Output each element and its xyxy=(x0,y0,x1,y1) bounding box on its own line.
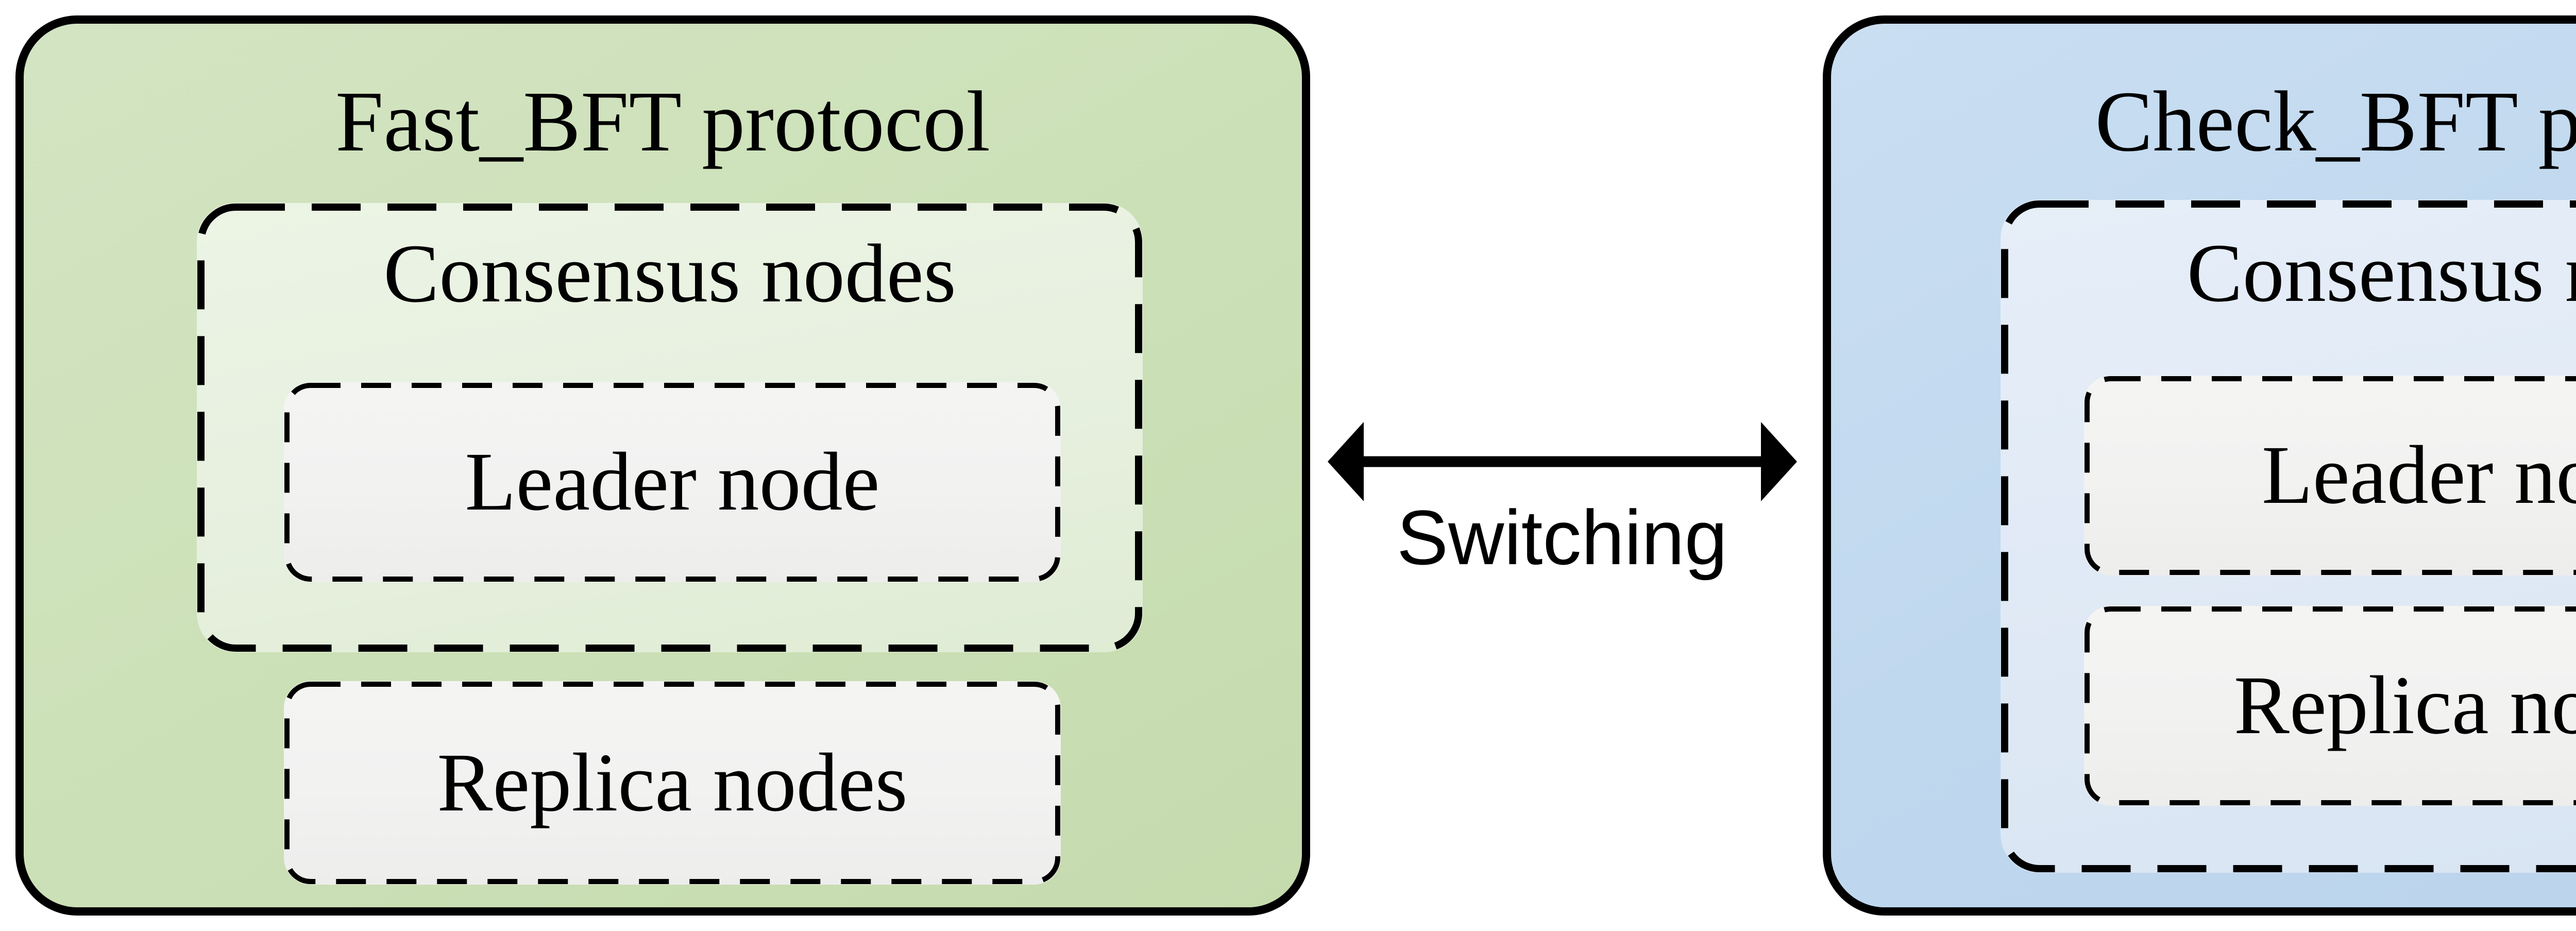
dashed-border xyxy=(2001,200,2576,872)
dashed-border xyxy=(284,383,1060,582)
double-headed-arrow-icon xyxy=(1328,422,1797,501)
check-consensus-nodes-box: Consensus nodes Leader node Replica node… xyxy=(2001,200,2576,873)
check-leader-node-box: Leader node xyxy=(2084,376,2576,575)
fast-replica-nodes-label: Replica nodes xyxy=(437,736,908,829)
dashed-border xyxy=(284,682,1060,884)
dashed-border xyxy=(2084,376,2576,575)
fast-leader-node-box: Leader node xyxy=(284,382,1061,582)
fast-leader-node-label: Leader node xyxy=(465,436,880,528)
check-replica-nodes-box: Replica nodes xyxy=(2084,606,2576,806)
check-leader-node-label: Leader node xyxy=(2261,429,2576,521)
fast-bft-protocol-box: Fast_BFT protocol Consensus nodes Leader… xyxy=(15,15,1310,916)
fast-replica-nodes-box: Replica nodes xyxy=(284,681,1061,885)
fast-consensus-nodes-label: Consensus nodes xyxy=(383,227,956,320)
check-bft-protocol-title: Check_BFT protocol xyxy=(2095,74,2576,170)
check-replica-nodes-label: Replica nodes xyxy=(2233,659,2576,752)
fast-consensus-nodes-box: Consensus nodes Leader node xyxy=(197,203,1143,652)
switching-label: Switching xyxy=(1397,494,1727,581)
check-bft-protocol-box: Check_BFT protocol Consensus nodes Leade… xyxy=(1823,15,2576,916)
dashed-border xyxy=(2084,606,2576,805)
check-consensus-nodes-label: Consensus nodes xyxy=(2187,227,2576,319)
fast-bft-protocol-title: Fast_BFT protocol xyxy=(335,74,990,170)
dashed-border xyxy=(197,204,1142,652)
